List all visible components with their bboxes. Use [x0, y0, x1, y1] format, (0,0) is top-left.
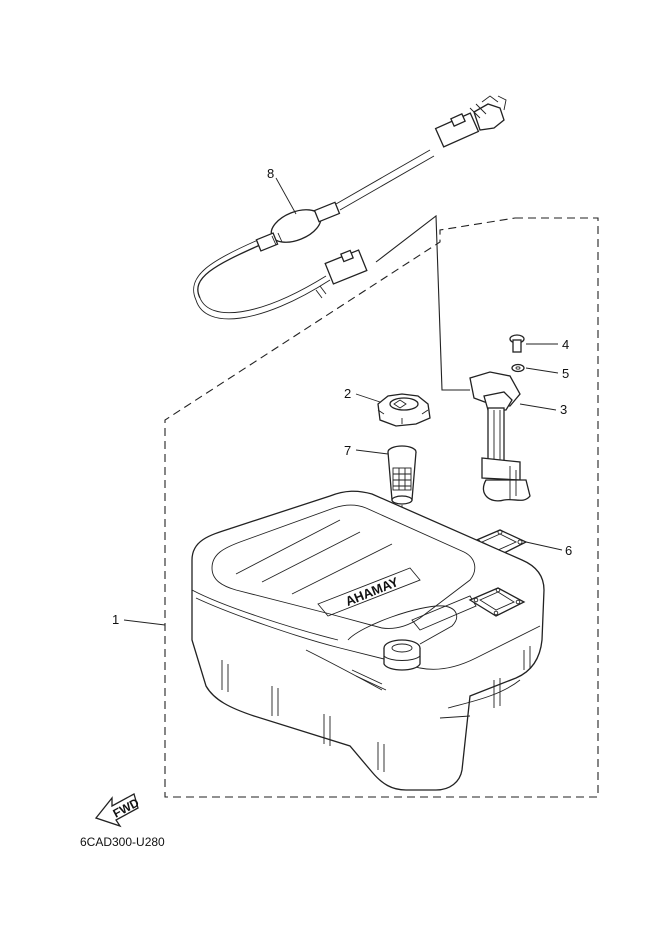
callout-7: 7: [344, 443, 351, 458]
filler-neck: [383, 639, 421, 671]
fuel-hose-assembly: [193, 95, 507, 391]
screw: [509, 334, 525, 353]
callout-2: 2: [344, 386, 351, 401]
callout-8: 8: [267, 166, 274, 181]
fuel-pickup-assembly: [469, 371, 531, 502]
assembly-boundary: [164, 217, 599, 798]
diagram-code: 6CAD300-U280: [80, 835, 165, 849]
callout-5: 5: [562, 366, 569, 381]
strainer-filter: [387, 445, 417, 505]
washer: [511, 363, 525, 373]
callout-4: 4: [562, 337, 569, 352]
engine-connector: [434, 95, 507, 148]
tank-cap: [377, 393, 431, 427]
callout-1: 1: [112, 612, 119, 627]
fwd-arrow-icon: FWD: [94, 793, 142, 828]
fuel-tank: YAMAHA: [191, 490, 545, 791]
callout-6: 6: [565, 543, 572, 558]
leader-lines: [123, 177, 563, 626]
gauge-mount: [468, 587, 526, 617]
primer-bulb: [255, 201, 341, 252]
fwd-label: FWD: [111, 795, 142, 820]
tank-connector: [315, 249, 368, 299]
callout-3: 3: [560, 402, 567, 417]
